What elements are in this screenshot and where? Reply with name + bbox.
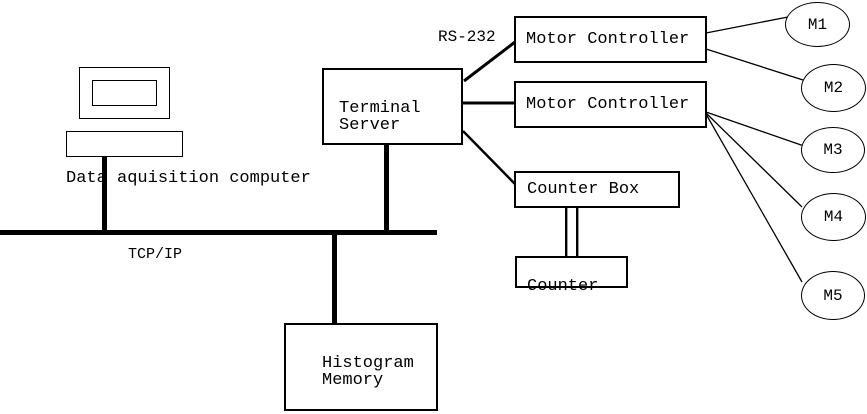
computer-keyboard-icon (66, 131, 183, 157)
motor-m5-node: M5 (801, 271, 865, 320)
motor-controller-2-box: Motor Controller (514, 81, 707, 128)
motor-m5-label: M5 (823, 286, 843, 305)
terminal-server-box: Terminal Server (322, 68, 463, 145)
counter-box-label: Counter Box (527, 180, 640, 199)
computer-caption: Data aquisition computer (66, 169, 311, 188)
mc1-to-m2-line (705, 48, 804, 81)
histogram-memory-label: Histogram Memory (322, 354, 414, 390)
counter-box: Counter (515, 256, 628, 295)
counter-box-box: Counter Box (514, 171, 680, 208)
tcpip-bus-line (0, 230, 437, 235)
counterbox-counter-line-1 (565, 206, 568, 258)
motor-m4-node: M4 (801, 193, 866, 241)
motor-m2-node: M2 (801, 64, 866, 112)
mc2-to-m5-line (705, 113, 803, 283)
terminal-server-bus-drop-line (384, 144, 389, 232)
motor-controller-1-label: Motor Controller (526, 30, 690, 49)
ts-to-mc1-line (463, 40, 516, 83)
motor-m1-node: M1 (785, 2, 850, 47)
counter-label: Counter (527, 277, 599, 296)
ts-to-counterbox-line (462, 130, 516, 185)
histogram-memory-box: Histogram Memory (284, 323, 438, 411)
motor-controller-1-box: Motor Controller (514, 16, 707, 63)
terminal-server-label: Terminal Server (339, 99, 421, 135)
mc1-to-m1-line (705, 16, 789, 34)
motor-m4-label: M4 (823, 208, 844, 226)
motor-m3-label: M3 (823, 141, 843, 159)
motor-m3-node: M3 (801, 127, 865, 173)
counterbox-counter-line-2 (576, 206, 579, 258)
mc2-to-m3-line (705, 111, 805, 147)
motor-m1-label: M1 (807, 15, 828, 34)
mc2-to-m4-line (705, 112, 803, 208)
tcpip-label: TCP/IP (128, 246, 183, 263)
computer-screen-icon (92, 80, 157, 106)
histogram-bus-drop-line (332, 233, 337, 325)
rs232-label: RS-232 (438, 28, 496, 46)
motor-controller-2-label: Motor Controller (526, 95, 690, 114)
computer-bus-drop-line (102, 156, 107, 232)
motor-m2-label: M2 (823, 79, 844, 97)
